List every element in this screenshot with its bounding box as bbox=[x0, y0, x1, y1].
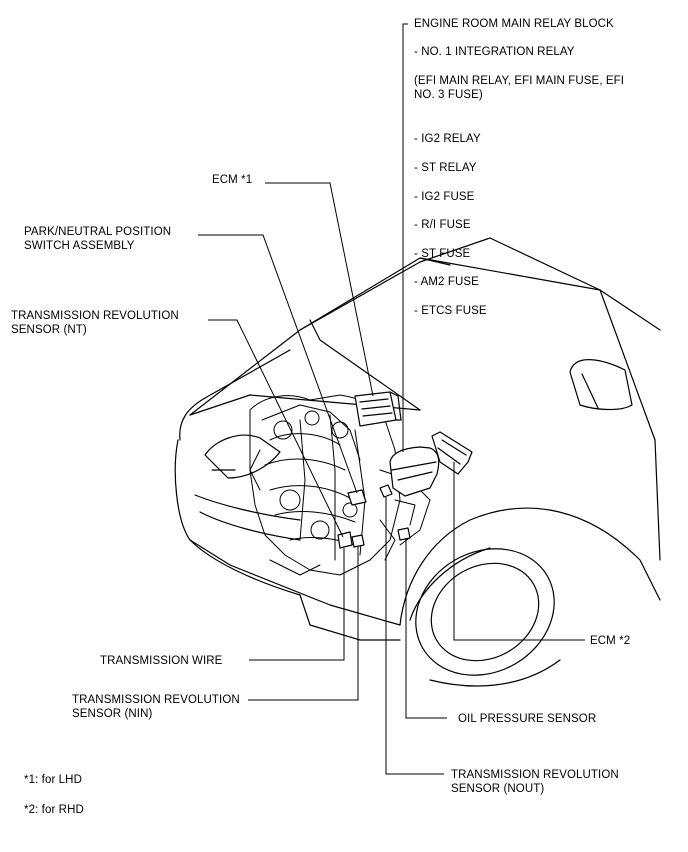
leader-ecm2 bbox=[453, 462, 585, 641]
leader-oil-pressure bbox=[405, 538, 447, 719]
leader-trans-rev-nout bbox=[385, 497, 444, 775]
leader-trans-rev-nin bbox=[248, 547, 359, 701]
relay-block-item: - IG2 RELAY bbox=[414, 133, 481, 145]
leader-ecm1 bbox=[265, 182, 374, 397]
label-trans-rev-nin: TRANSMISSION REVOLUTION SENSOR (NIN) bbox=[72, 694, 240, 720]
relay-block-item: - R/I FUSE bbox=[414, 219, 471, 231]
label-ecm1: ECM *1 bbox=[212, 174, 253, 186]
windshield-and-pillar bbox=[569, 289, 661, 561]
front-wheel bbox=[415, 548, 561, 687]
footnote-lhd: *1: for LHD bbox=[24, 774, 82, 786]
leader-relay-block bbox=[402, 23, 408, 452]
label-pnp-switch: PARK/NEUTRAL POSITION SWITCH ASSEMBLY bbox=[24, 226, 172, 252]
label-trans-rev-nout: TRANSMISSION REVOLUTION SENSOR (NOUT) bbox=[451, 769, 619, 795]
leader-trans-rev-nt bbox=[208, 319, 344, 538]
label-trans-rev-nt: TRANSMISSION REVOLUTION SENSOR (NT) bbox=[11, 310, 179, 336]
relay-block-item: - NO. 1 INTEGRATION RELAY bbox=[414, 46, 575, 58]
sensor-parts bbox=[337, 484, 411, 549]
front-body bbox=[174, 349, 661, 641]
relay-block-item: - ST FUSE bbox=[414, 248, 471, 260]
leader-lines bbox=[198, 23, 585, 775]
leader-pnp-switch bbox=[198, 234, 358, 494]
label-trans-wire: TRANSMISSION WIRE bbox=[100, 655, 223, 667]
label-oil-pressure: OIL PRESSURE SENSOR bbox=[458, 713, 597, 725]
ecm-rhd-unit bbox=[431, 431, 473, 475]
relay-block-item: - ST RELAY bbox=[414, 162, 477, 174]
label-ecm2: ECM *2 bbox=[590, 635, 631, 647]
relay-block-unit bbox=[389, 446, 440, 497]
relay-block-item: - IG2 FUSE bbox=[414, 191, 475, 203]
relay-block-item: - ETCS FUSE bbox=[414, 305, 487, 317]
footnote-rhd: *2: for RHD bbox=[24, 804, 84, 816]
relay-block-item: - AM2 FUSE bbox=[414, 276, 479, 288]
ecm-lhd-unit bbox=[354, 391, 402, 427]
open-hood bbox=[189, 237, 661, 416]
leader-trans-wire bbox=[249, 548, 345, 661]
relay-block-item-note: (EFI MAIN RELAY, EFI MAIN FUSE, EFI NO. … bbox=[414, 75, 625, 101]
headlamp-and-grille bbox=[194, 434, 301, 541]
relay-block-title: ENGINE ROOM MAIN RELAY BLOCK bbox=[414, 18, 614, 30]
